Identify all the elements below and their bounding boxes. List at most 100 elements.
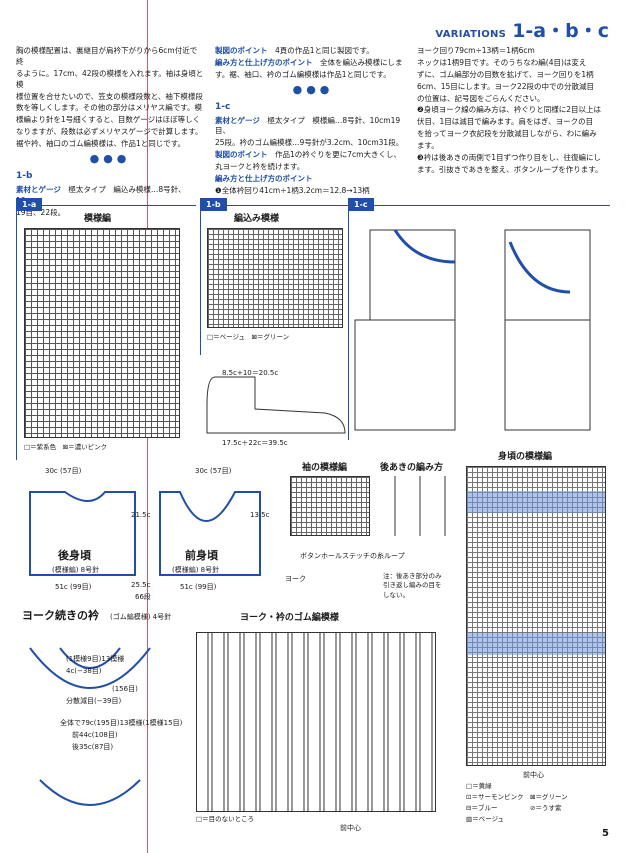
point-2-cont: す。裾、袖口、衿のゴム編模様は作品1と同じです。 (215, 69, 391, 79)
body-legend-f: ▧＝ベージュ (466, 815, 505, 823)
chart-1a-grid (24, 228, 180, 438)
point-4-text: ❶全体衿回り41cm÷1柄3.2cm＝12.8→13柄 (215, 185, 370, 195)
body-legend-d: ⊟＝ブルー (466, 804, 498, 812)
materials-text-2: 19目、22段。 (16, 207, 66, 217)
yoke-rib-chart (196, 632, 436, 812)
point-2: 編み方と仕上げ方のポイント 全体を編込み模様にしま (215, 58, 411, 69)
back-body-sub: (模様編) 8号針 (52, 566, 100, 574)
yoke-rib-title: ヨーク・衿のゴム編模様 (240, 613, 339, 623)
frame-1c (348, 205, 610, 440)
col1-line: るように。17cm、42段の模様を入れます。袖は身頃と模 (16, 68, 204, 89)
collar-back-opening-diagram (39, 779, 141, 806)
materials-1c: 素材とゲージ 極太タイプ 模様編…8号針、10cm19目、 (215, 116, 411, 138)
back-body-label: 後身頃 (58, 549, 91, 562)
body-diagram (29, 491, 261, 576)
yoke-collar-sub: (ゴム編模様) 4号針 (110, 613, 172, 621)
body-center-mark: 前中心 (523, 771, 544, 779)
yoke-collar-title: ヨーク続きの衿 (22, 609, 99, 622)
rib-legend: □＝目のないところ (196, 815, 255, 823)
back-opening-title: 後あきの編み方 (380, 463, 444, 473)
collar-total: 全体で79c(195目)13模様(1模様15目) (60, 719, 183, 727)
collar-d1: 4c(−38目) (66, 667, 102, 675)
point-text: 全体を編込み模様にしま (320, 57, 403, 67)
legend-1a: □＝紫系色 ⊠＝濃いピンク (24, 443, 108, 451)
collar-front: 前44c(108目) (72, 731, 118, 739)
materials-label: 素材とゲージ (215, 115, 260, 125)
front-top-dim: 30c (57目) (195, 467, 232, 475)
col1-line: 胸の模様配置は、裏継目が肩衿下がりから6cm付近で終 (16, 46, 198, 66)
materials-label: 素材とゲージ (16, 184, 61, 194)
body-rows-dim: 66段 (135, 593, 151, 601)
yoke-word: ヨーク (285, 575, 306, 583)
text-column-3: ヨーク回り79cm÷13柄＝1柄6cm ネックは1柄9目です。そのうちなわ編(4… (417, 46, 613, 177)
point-1: 製図のポイント 4頁の作品1と同じ製図です。 (215, 46, 411, 57)
body-band-1 (467, 491, 605, 513)
section-dots: ●●● (292, 82, 334, 96)
title-1b: 編込み模様 (234, 214, 280, 224)
collar-d3: (156目) (112, 685, 138, 693)
text-column-2: 製図のポイント 4頁の作品1と同じ製図です。 編み方と仕上げ方のポイント 全体を… (215, 46, 411, 198)
text-column-1: 胸の模様配置は、裏継目が肩衿下がりから6cm付近で終 るように。17cm、42段… (16, 46, 204, 219)
subhead-1c: 1-c (215, 101, 231, 112)
header-title: 1-a・b・c (512, 20, 609, 42)
body-band-2 (467, 633, 605, 655)
rib-center-mark: 前中心 (340, 824, 361, 832)
body-legend-e: ⊘＝うす紫 (530, 804, 562, 812)
col3-line: ❷身頃ヨーク線の編み方は、衿ぐりと同様に2目以上は (417, 105, 601, 115)
col1-line: なりますが、段数は必ずメリヤスゲージで計算します。 (16, 127, 203, 137)
body-pattern-grid (466, 466, 606, 766)
point-label: 製図のポイント (215, 150, 268, 160)
materials-text-2: 25段。衿のゴム編模様…9号針が3.2cm、10cm31段。 (215, 138, 404, 148)
body-legend-c: ⊠＝グリーン (530, 793, 568, 801)
tag-1c: 1-c (348, 198, 374, 211)
button-stitch-label: ボタンホールステッチの糸ループ (300, 552, 405, 560)
cuff-dim: 13.5c (250, 511, 270, 519)
legend-1b: □＝ベージュ ⊠＝グリーン (207, 333, 290, 341)
tag-1b: 1-b (200, 198, 227, 211)
page-header: VARIATIONS 1-a・b・c (435, 18, 609, 46)
front-body-label: 前身頃 (185, 549, 218, 562)
sleeve-pattern-grid (290, 476, 370, 536)
col3-line: ヨーク回り79cm÷13柄＝1柄6cm (417, 46, 535, 55)
front-body-sub: (模様編) 8号針 (172, 566, 220, 574)
title-1a: 模様編 (84, 214, 112, 224)
col3-line: を拾ってヨーク衣記段を分散減目しながら、わに編み (417, 129, 597, 139)
point-label: 製図のポイント (215, 46, 268, 55)
section-dots: ●●● (89, 151, 131, 165)
col3-line: ます。引抜きであきを整え、ボタンループを作ります。 (417, 164, 603, 174)
col1-line: 様位置を合せたいので、笠支の模様段数と、袖下模様段 (16, 91, 203, 101)
col3-line: ❸衿は後あきの両側で1目ずつ作り目をし、往復編にし (417, 152, 601, 162)
body-length-dim: 25.5c (131, 581, 151, 589)
col1-line: 数を等しくします。その他の部分はメリヤス編です。模 (16, 103, 202, 113)
back-opening-note: 注：後あき部分のみ 引き返し編みの目を しない。 (383, 572, 448, 599)
col3-line: の位置は、記号図をごらんください。 (417, 93, 545, 103)
col3-line: ネックは1柄9目です。そのうちなわ編(4目)は変え (417, 57, 587, 67)
body-legend-b: ⊡＝サーモンピンク (466, 793, 524, 801)
chart-1b-grid (207, 228, 343, 328)
back-opening-diagram (394, 476, 446, 536)
collar-dec: 分散減目(−39目) (66, 697, 122, 705)
collar-back: 後35c(87目) (72, 743, 114, 751)
back-top-dim: 30c (57目) (45, 467, 82, 475)
col1-line: 裾や衿、袖口のゴム編模様は、作品1と同じです。 (16, 139, 186, 148)
body-pattern-title: 身頃の模様編 (498, 452, 553, 462)
col3-line: ます。 (417, 141, 439, 150)
col1-line: 様編より針を1号細くすると、目数ゲージはほぼ等しく (16, 115, 201, 125)
frame-1b (200, 205, 348, 355)
page-number: 5 (602, 827, 609, 839)
back-width-dim: 51c (99目) (55, 583, 92, 591)
frame-1a (16, 205, 196, 460)
front-width-dim: 51c (99目) (180, 583, 217, 591)
materials-text: 極太タイプ 模様編…8号針、10cm19目、 (215, 115, 401, 136)
subhead-1b: 1-b (16, 170, 33, 181)
tag-1a: 1-a (16, 198, 43, 211)
col3-line: ずに、ゴム編部分の目数を拡げて、ヨーク回りを1柄 (417, 69, 594, 79)
bootee-diagram (206, 376, 346, 434)
yoke-collar-diagram (29, 647, 151, 689)
point-3-cont: 丸ヨークと衿を続けます。 (215, 162, 305, 172)
col3-line: 6cm、15目にします。ヨーク22段の中での分散減目 (417, 81, 595, 91)
materials-1b: 素材とゲージ 極太タイプ 編込み模様…8号針、10cm (16, 185, 204, 207)
bootee-top-dim: 8.5c+10＝20.5c (222, 369, 279, 377)
point-4-label: 編み方と仕上げ方のポイント (215, 173, 313, 183)
bootee-bottom-dim: 17.5c＋22c＝39.5c (222, 439, 288, 447)
